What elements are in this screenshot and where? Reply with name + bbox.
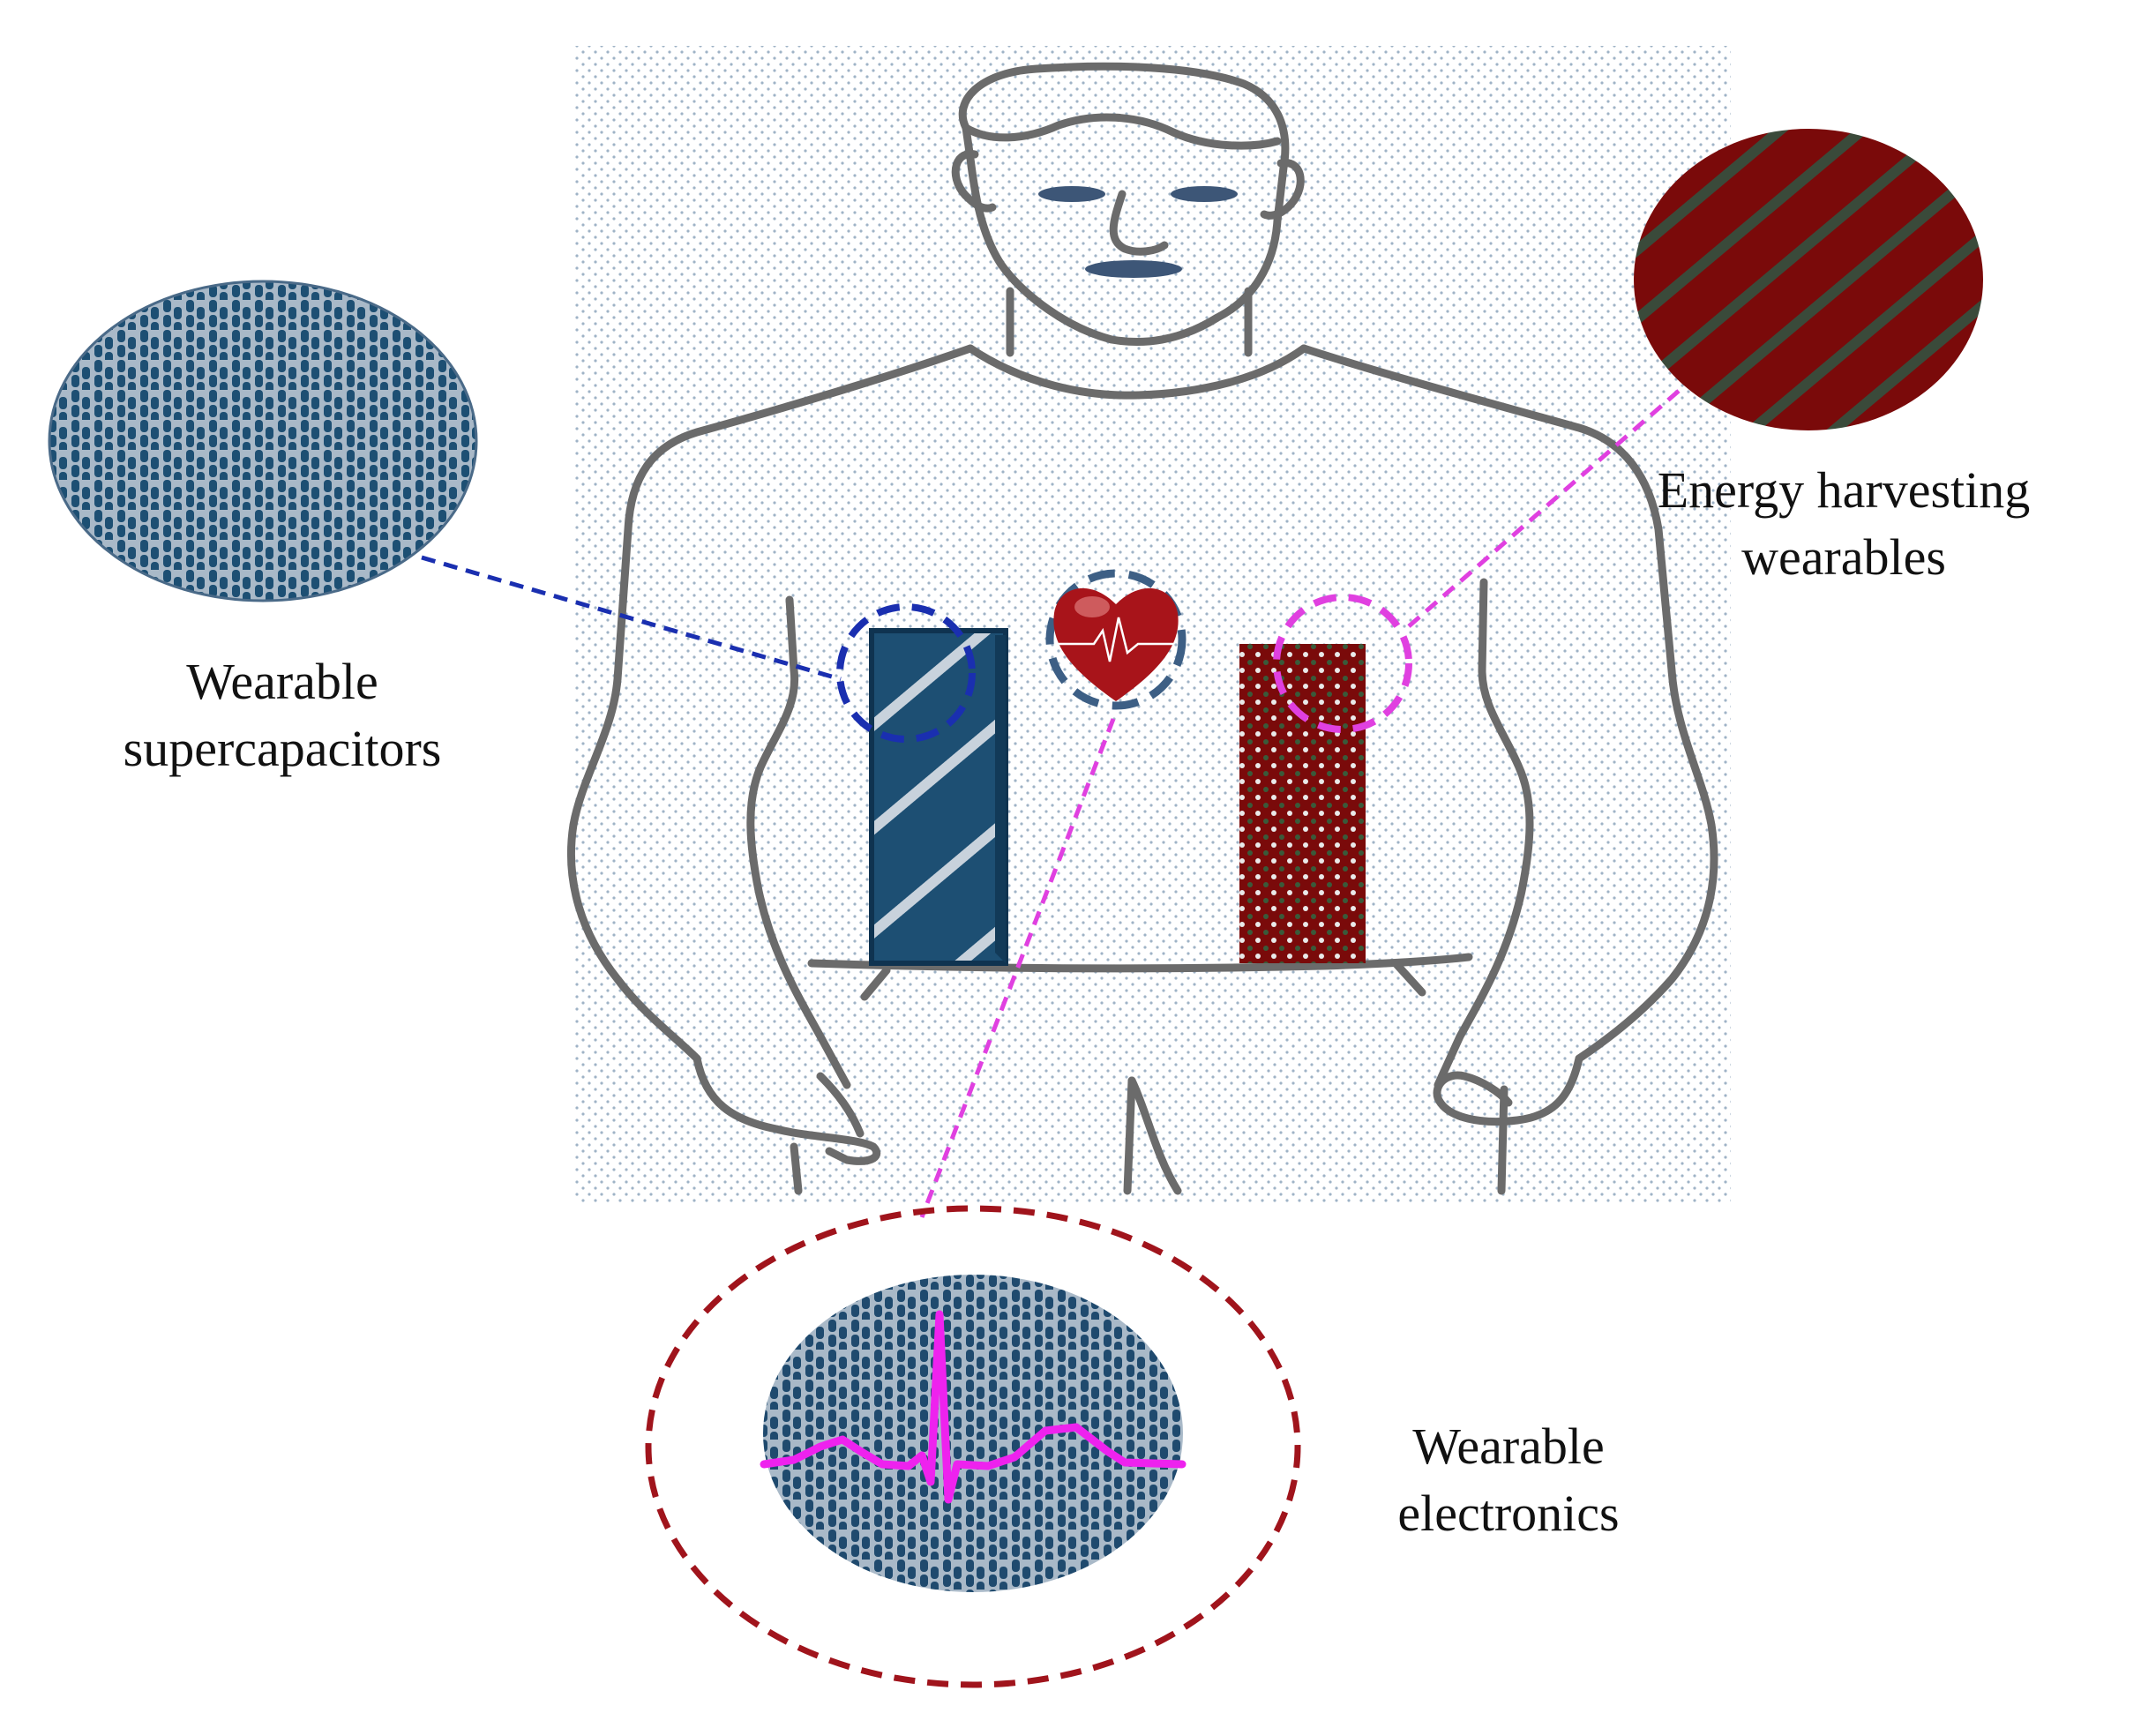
- electronics-leader-line: [919, 718, 1116, 1218]
- label-energy-line2: wearables: [1741, 528, 1946, 586]
- human-figure-icon: [567, 62, 1718, 1195]
- heart-icon: [1045, 569, 1187, 710]
- supercapacitor-patch: [869, 628, 1008, 966]
- label-wearable-electronics: Wearable electronics: [1323, 1413, 1694, 1547]
- ecg-waveform-icon: [760, 1310, 1187, 1504]
- energy-highlight-ring: [1273, 594, 1412, 733]
- supercapacitor-highlight-ring: [836, 603, 976, 743]
- label-supercap-line1: Wearable: [186, 653, 378, 710]
- label-energy-harvesting: Energy harvesting wearables: [1561, 457, 2126, 591]
- electronics-detail: [645, 1205, 1301, 1688]
- electronics-outer-ring: [645, 1205, 1301, 1688]
- supercapacitor-fabric-circle: [48, 280, 478, 602]
- electronics-fabric-circle: [763, 1275, 1183, 1592]
- face-features: [1038, 186, 1238, 278]
- energy-harvesting-patch: [1239, 644, 1366, 963]
- label-electronics-line2: electronics: [1397, 1485, 1620, 1542]
- supercapacitor-leader-line: [421, 555, 842, 682]
- right-eye: [1171, 186, 1238, 202]
- label-energy-line1: Energy harvesting: [1657, 461, 2031, 519]
- energy-fabric-circle: [1634, 129, 1983, 430]
- label-wearable-supercapacitors: Wearable supercapacitors: [35, 648, 529, 782]
- energy-leader-line: [1407, 384, 1687, 628]
- mouth: [1085, 260, 1182, 278]
- left-eye: [1038, 186, 1105, 202]
- label-electronics-line1: Wearable: [1412, 1418, 1605, 1475]
- label-supercap-line2: supercapacitors: [123, 720, 442, 777]
